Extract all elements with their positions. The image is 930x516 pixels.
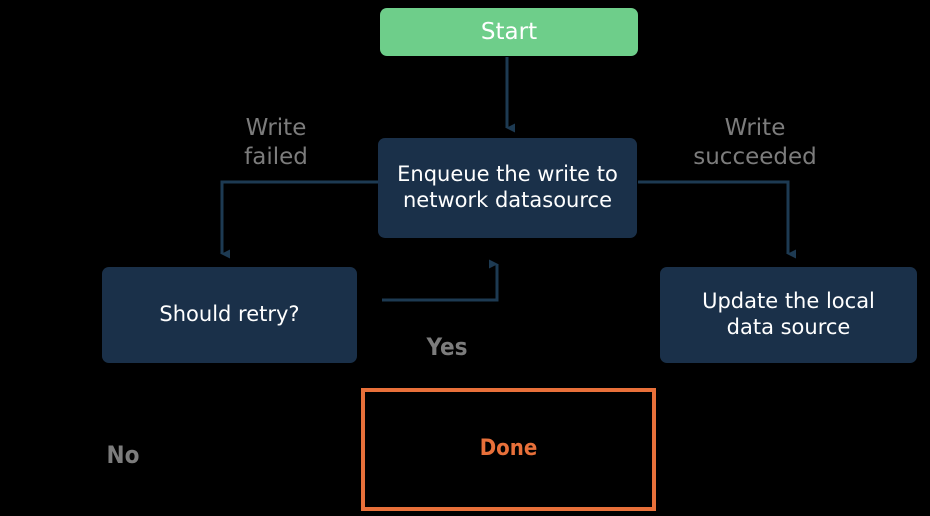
node-start[interactable]: Start xyxy=(380,8,638,56)
edge-label-yes: Yes xyxy=(426,333,468,361)
node-done[interactable]: Done xyxy=(361,388,656,511)
node-start-label: Start xyxy=(480,18,538,45)
node-update-label: Update the local data source xyxy=(702,289,875,339)
node-enqueue-label: Enqueue the write to network datasource xyxy=(397,162,618,212)
edge-enqueue-to-update xyxy=(638,180,796,259)
node-update-local-data-source[interactable]: Update the local data source xyxy=(660,267,917,363)
node-done-label: Done xyxy=(479,436,538,462)
edge-label-write-failed: Write failed xyxy=(244,115,308,170)
node-should-retry[interactable]: Should retry? xyxy=(102,267,357,363)
edge-enqueue-to-retry xyxy=(220,180,378,259)
node-enqueue-write[interactable]: Enqueue the write to network datasource xyxy=(378,138,637,238)
node-should-retry-label: Should retry? xyxy=(159,302,300,327)
edge-label-write-succeeded: Write succeeded xyxy=(693,115,817,170)
edge-label-no: No xyxy=(106,441,140,469)
edge-retry-yes-to-enqueue xyxy=(382,259,499,302)
